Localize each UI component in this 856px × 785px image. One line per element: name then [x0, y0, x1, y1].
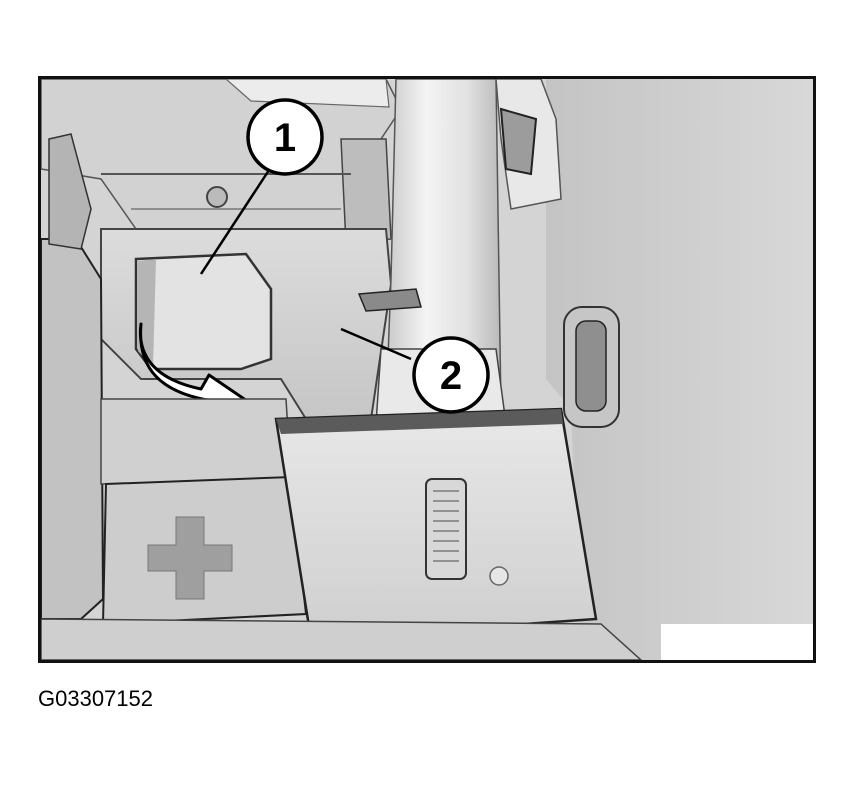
- handle-recess: [575, 320, 607, 412]
- right-side-panel: [546, 79, 813, 660]
- recess-shadow: [138, 259, 156, 367]
- first-aid-cross-icon: [147, 516, 233, 600]
- console-vent: [425, 478, 467, 580]
- figure-id-label: G03307152: [38, 686, 153, 711]
- console-screw: [489, 566, 509, 586]
- shelf-bolt: [206, 186, 228, 208]
- storage-step: [100, 398, 292, 485]
- pillar-clip: [357, 288, 422, 312]
- illustration-frame: 1 2: [38, 76, 816, 663]
- vent-slats: [433, 490, 459, 562]
- shelf-hinge: [340, 138, 392, 245]
- seat-bolster: [48, 133, 92, 250]
- vehicle-interior-illustration: 1 2: [41, 79, 813, 660]
- callout-1-circle: [246, 98, 324, 176]
- callout-2-leader: [340, 327, 412, 361]
- callout-2-circle: [412, 336, 490, 414]
- seat-edge: [41, 238, 105, 620]
- console-top-shadow: [276, 409, 563, 434]
- callout-1: 1: [246, 98, 324, 176]
- label-box: [661, 624, 813, 660]
- callout-1-leader: [199, 166, 273, 275]
- belt-guide: [499, 107, 538, 176]
- shelf-top-edge: [225, 79, 390, 108]
- floor: [41, 618, 643, 660]
- callout-2: 2: [412, 336, 490, 414]
- callout-2-number: 2: [440, 354, 462, 398]
- trim-panel-recess: [134, 252, 273, 371]
- callout-1-number: 1: [274, 116, 296, 160]
